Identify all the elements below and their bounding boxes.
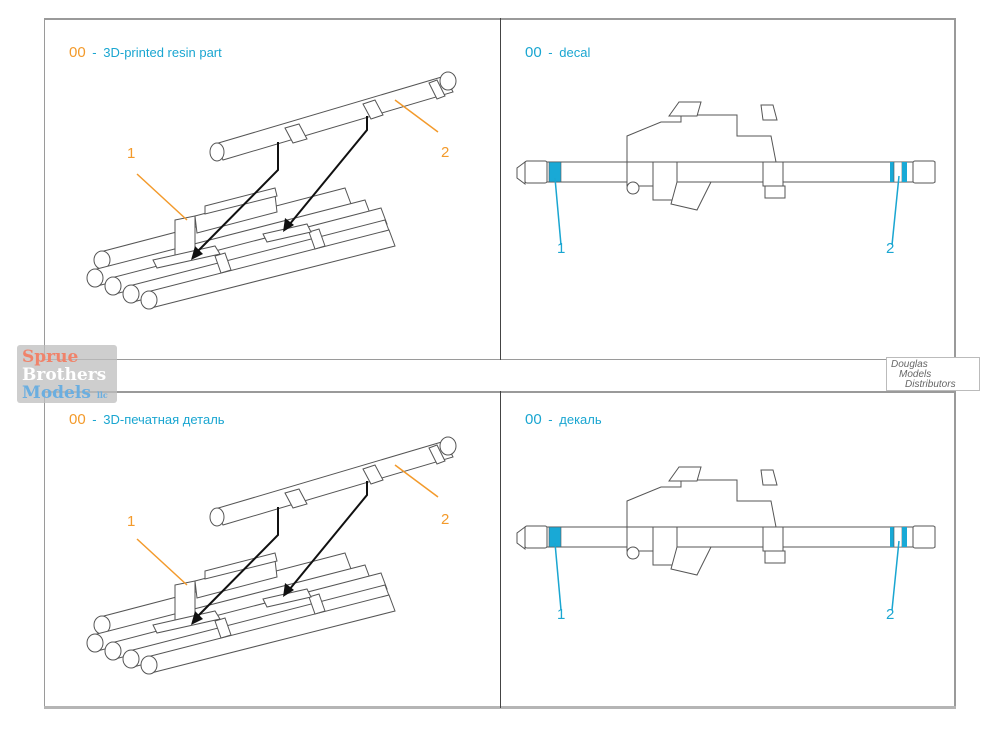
watermark-line: Sprue	[22, 347, 79, 367]
title-separator: -	[544, 412, 557, 427]
title-text: decal	[559, 45, 591, 60]
callout-2: 2	[441, 144, 450, 161]
title-separator: -	[88, 412, 101, 427]
part-code: 00	[525, 44, 542, 61]
panel-title: 00 - 3D-printed resin part	[69, 44, 222, 61]
panel-decal-ru: 00 - декаль 1 2	[501, 393, 954, 706]
panel-resin-part-en: 00 - 3D-printed resin part	[45, 20, 500, 359]
watermark-suffix: llc	[96, 390, 108, 400]
callout-1: 1	[127, 145, 136, 162]
watermark-line: Models	[22, 383, 91, 403]
frame-left-top	[44, 18, 45, 360]
watermark-line: Distributors	[905, 379, 956, 390]
watermark-line: Models	[899, 369, 932, 380]
callout-1: 1	[557, 240, 566, 257]
launcher-side-view-illustration	[516, 101, 936, 246]
watermark-sprue-brothers: Sprue Brothers Models llc	[17, 345, 117, 403]
callout-1: 1	[127, 513, 136, 530]
title-text: декаль	[559, 412, 602, 427]
column-divider-top	[500, 18, 501, 360]
launcher-assembly-illustration	[86, 436, 457, 675]
callout-2: 2	[441, 511, 450, 528]
title-separator: -	[88, 45, 101, 60]
part-code: 00	[69, 411, 86, 428]
callout-1: 1	[557, 606, 566, 623]
callout-2: 2	[886, 606, 895, 623]
part-code: 00	[525, 411, 542, 428]
panel-title: 00 - декаль	[525, 411, 602, 428]
frame-right-bottom	[954, 391, 956, 707]
title-text: 3D-печатная деталь	[103, 412, 225, 427]
frame-right-top	[954, 18, 956, 360]
panel-title: 00 - 3D-печатная деталь	[69, 411, 225, 428]
panel-decal-en: 00 - decal 1 2	[501, 20, 954, 359]
part-code: 00	[69, 44, 86, 61]
watermark-line: Brothers	[22, 365, 107, 385]
launcher-assembly-illustration	[86, 71, 457, 310]
title-text: 3D-printed resin part	[103, 45, 222, 60]
launcher-side-view-illustration	[516, 466, 936, 611]
column-divider-bottom	[500, 391, 501, 708]
frame-left-bottom	[44, 391, 45, 707]
title-separator: -	[544, 45, 557, 60]
callout-2: 2	[886, 240, 895, 257]
watermark-line: Douglas	[891, 359, 928, 370]
watermark-douglas-models: Douglas Models Distributors	[886, 357, 980, 391]
panel-resin-part-ru: 00 - 3D-печатная деталь	[45, 393, 500, 706]
panel-title: 00 - decal	[525, 44, 590, 61]
